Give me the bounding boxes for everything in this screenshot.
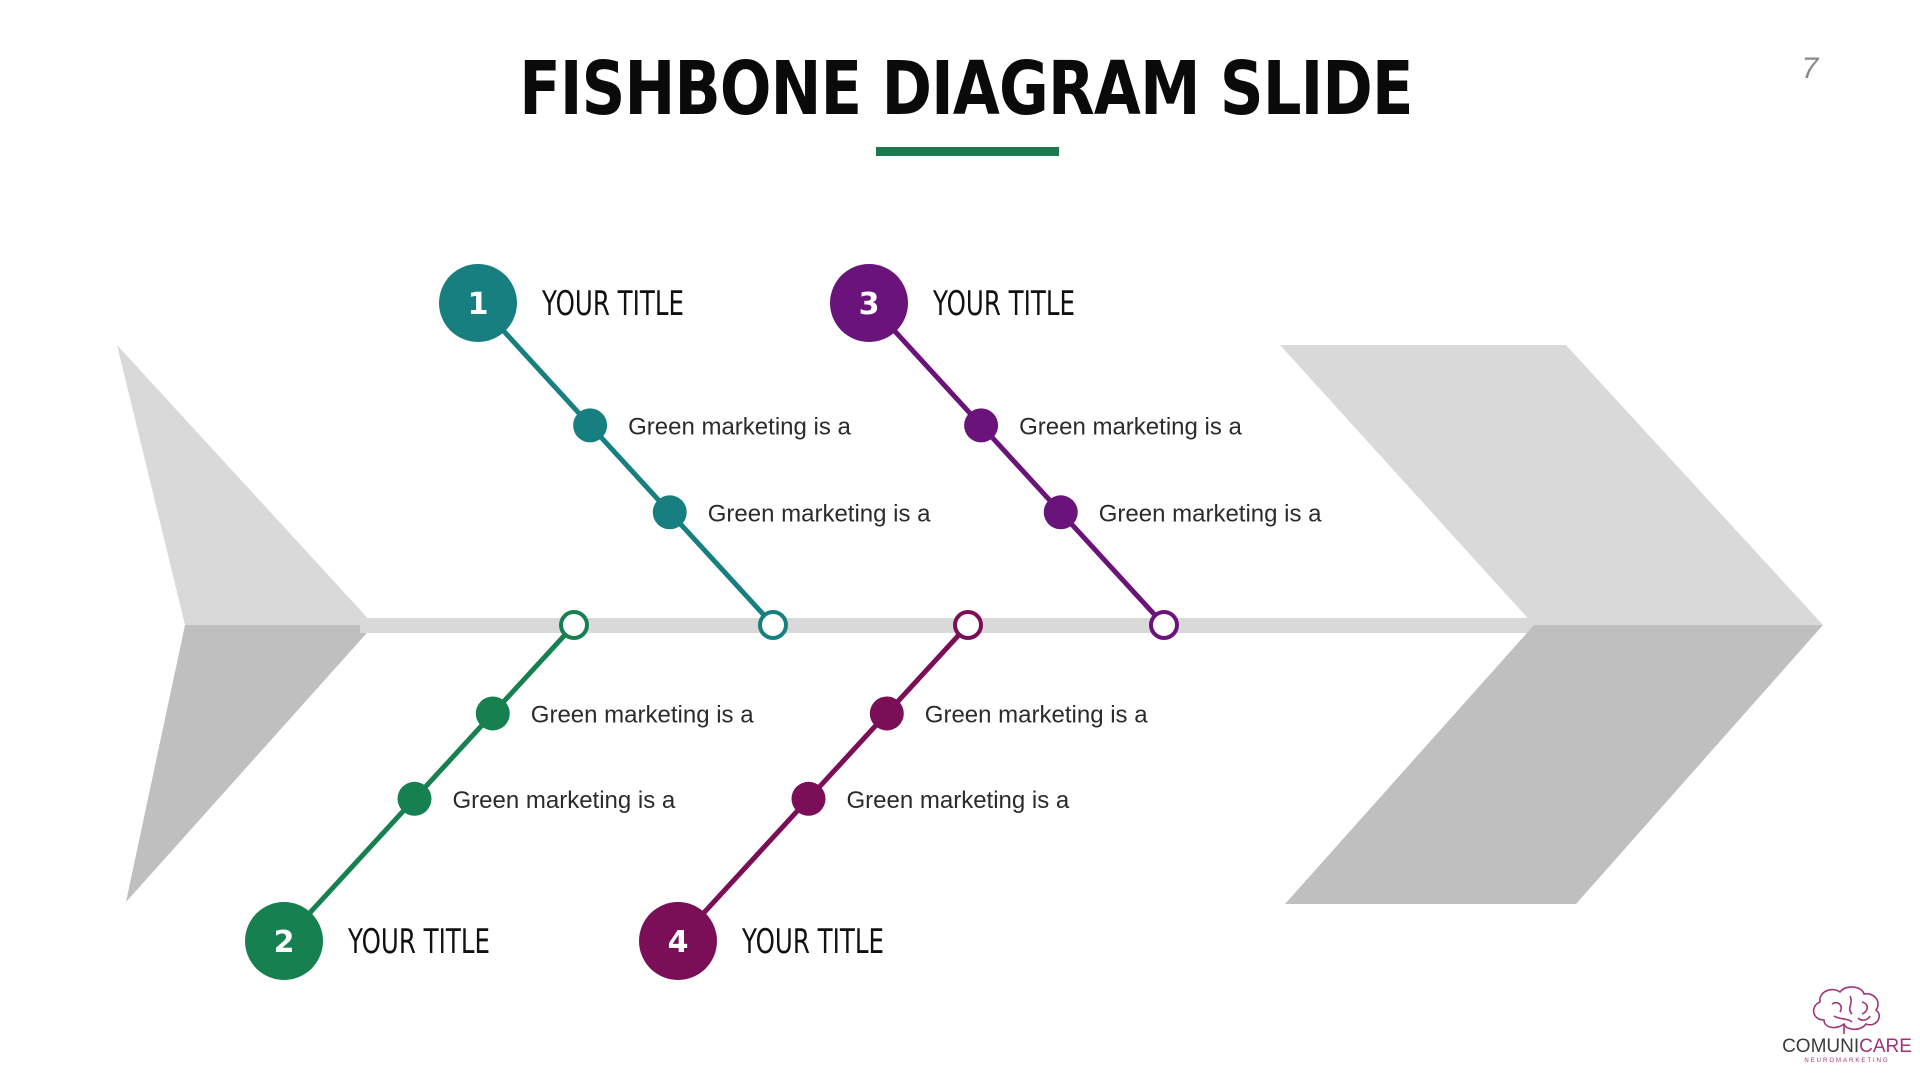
tail-upper	[117, 345, 374, 625]
spine	[360, 618, 1545, 633]
branch-number: 3	[859, 287, 880, 322]
slide-title: FISHBONE DIAGRAM SLIDE	[519, 46, 1413, 132]
branch-line	[282, 623, 576, 943]
item-dot	[869, 696, 904, 731]
item-text: Green marketing is a	[925, 701, 1148, 728]
logo-word-part1: COMUNI	[1782, 1036, 1860, 1057]
head-lower	[1285, 625, 1823, 904]
item-dot	[475, 696, 510, 731]
branch-title: YOUR TITLE	[741, 922, 884, 962]
junction-ring	[953, 610, 983, 640]
item-text: Green marketing is a	[628, 413, 851, 440]
branch-line	[867, 301, 1166, 627]
number-badge	[830, 264, 908, 342]
item-dot	[1043, 495, 1078, 530]
branch-1: Green marketing is a Green marketing is a…	[439, 264, 931, 640]
head-upper	[1280, 345, 1823, 625]
branch-3: Green marketing is a Green marketing is a…	[830, 264, 1322, 640]
item-dot	[397, 781, 432, 816]
item-text: Green marketing is a	[453, 787, 676, 814]
item-text: Green marketing is a	[708, 500, 931, 527]
item-dot	[652, 495, 687, 530]
branch-title: YOUR TITLE	[541, 284, 684, 324]
branch-number: 2	[274, 925, 295, 960]
branch-number: 4	[668, 925, 689, 960]
branch-line	[476, 301, 775, 627]
branches-layer: Green marketing is a Green marketing is a…	[245, 264, 1322, 980]
page-number: 7	[1801, 52, 1819, 85]
logo-tagline: NEUROMARKETING	[1804, 1058, 1890, 1064]
item-dot	[964, 408, 999, 443]
tail-lower	[126, 625, 374, 902]
item-dot	[791, 781, 826, 816]
brain-icon	[1812, 986, 1881, 1034]
item-text: Green marketing is a	[1019, 413, 1242, 440]
number-badge	[639, 902, 717, 980]
branch-title: YOUR TITLE	[347, 922, 490, 962]
item-text: Green marketing is a	[531, 701, 754, 728]
logo-word-part2: CARE	[1859, 1036, 1912, 1057]
number-badge	[245, 902, 323, 980]
junction-ring	[758, 610, 788, 640]
item-dot	[573, 408, 608, 443]
junction-ring	[559, 610, 589, 640]
item-text: Green marketing is a	[1099, 500, 1322, 527]
company-logo: COMUNICARE NEUROMARKETING	[1774, 982, 1920, 1064]
branch-2: Green marketing is a Green marketing is a…	[245, 610, 754, 980]
branch-line	[676, 623, 970, 943]
branch-title: YOUR TITLE	[932, 284, 1075, 324]
title-underline	[876, 147, 1059, 156]
logo-wordmark: COMUNICARE	[1774, 1036, 1920, 1058]
item-text: Green marketing is a	[847, 787, 1070, 814]
branch-number: 1	[468, 287, 489, 322]
branch-4: Green marketing is a Green marketing is a…	[639, 610, 1148, 980]
junction-ring	[1149, 610, 1179, 640]
number-badge	[439, 264, 517, 342]
